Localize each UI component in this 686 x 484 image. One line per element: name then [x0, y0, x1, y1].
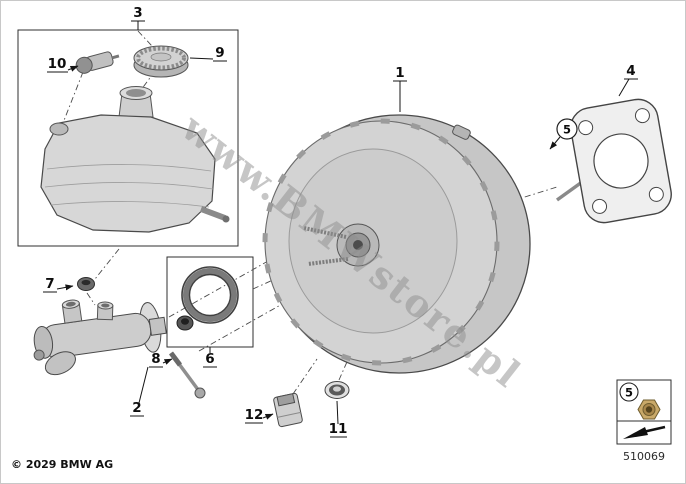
- fluid-reservoir: [40, 86, 230, 233]
- brake-booster: [262, 114, 531, 374]
- callout-label[interactable]: 3: [133, 5, 142, 21]
- reservoir-detail-box: [17, 29, 239, 247]
- callout-5-gasket[interactable]: 5: [549, 118, 578, 150]
- legend-box: 5: [616, 379, 672, 445]
- mounting-gasket: [570, 98, 672, 224]
- retaining-ring: [176, 315, 194, 331]
- cap-knurl: [136, 46, 186, 70]
- o-ring: [181, 266, 239, 324]
- callout-9[interactable]: 9: [189, 45, 227, 62]
- callout-label[interactable]: 2: [132, 400, 141, 416]
- outlet-port: [33, 349, 45, 361]
- callout-7[interactable]: 7: [43, 276, 74, 293]
- callout-5-legend[interactable]: 5: [619, 382, 639, 402]
- callout-label[interactable]: 6: [205, 351, 214, 367]
- callout-label[interactable]: 12: [245, 407, 264, 423]
- callout-6[interactable]: 6: [203, 347, 217, 368]
- outlet-spigot: [199, 206, 227, 221]
- hex-nut: [637, 399, 661, 420]
- sealing-grommet: [77, 277, 95, 291]
- callout-label[interactable]: 7: [45, 276, 54, 292]
- callout-label[interactable]: 11: [329, 421, 348, 437]
- callout-4[interactable]: 4: [618, 63, 638, 97]
- callout-10[interactable]: 10: [47, 56, 79, 73]
- callout-12[interactable]: 12: [245, 407, 274, 424]
- drawing-number: 510069: [623, 450, 665, 463]
- callout-label[interactable]: 10: [48, 56, 67, 72]
- master-cylinder: [33, 299, 167, 376]
- callout-8[interactable]: 8: [149, 351, 173, 368]
- callout-label[interactable]: 5: [563, 123, 571, 137]
- callout-1[interactable]: 1: [393, 65, 407, 112]
- mounting-bolt: [169, 351, 206, 399]
- copyright-notice: © 2029 BMW AG: [11, 458, 113, 471]
- callout-3[interactable]: 3: [131, 5, 145, 30]
- sensor-port: [49, 122, 69, 136]
- connector-sensor: [273, 392, 303, 428]
- booster-stud: [303, 226, 347, 239]
- callout-11[interactable]: 11: [329, 400, 348, 438]
- vacuum-port: [452, 124, 471, 140]
- callout-2[interactable]: 2: [130, 366, 149, 417]
- level-sensor: [75, 51, 120, 74]
- callout-label[interactable]: 5: [625, 386, 633, 400]
- reservoir-cap: [133, 45, 189, 78]
- clamp-band: [262, 118, 500, 366]
- callout-label[interactable]: 4: [626, 63, 635, 79]
- damper-washer: [324, 381, 350, 399]
- callout-label[interactable]: 8: [151, 351, 160, 367]
- direction-symbol: [623, 425, 666, 439]
- callout-label[interactable]: 1: [395, 65, 404, 81]
- callout-label[interactable]: 9: [215, 45, 224, 61]
